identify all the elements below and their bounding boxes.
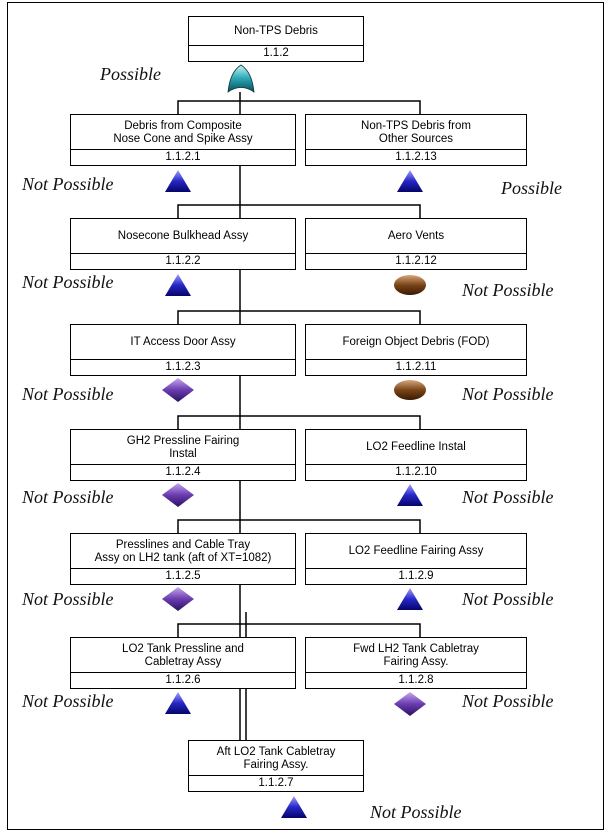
node-1-1-2-3[interactable]: IT Access Door Assy 1.1.2.3: [70, 324, 296, 376]
node-1-1-2-6[interactable]: LO2 Tank Pressline and Cabletray Assy 1.…: [70, 637, 296, 689]
status-label: Not Possible: [462, 384, 554, 404]
node-id: 1.1.2: [189, 45, 363, 61]
transfer-triangle-icon: [281, 796, 307, 818]
node-1-1-2-1[interactable]: Debris from Composite Nose Cone and Spik…: [70, 114, 296, 166]
node-id: 1.1.2.7: [189, 775, 363, 791]
status-label: Possible: [100, 64, 161, 84]
node-id: 1.1.2.4: [71, 464, 295, 480]
page-frame: [7, 2, 604, 830]
node-title: Non-TPS Debris from Other Sources: [361, 119, 471, 145]
status-label: Not Possible: [22, 272, 114, 292]
status-label: Not Possible: [22, 487, 114, 507]
node-id: 1.1.2.9: [306, 568, 526, 584]
transfer-triangle-icon: [165, 692, 191, 714]
node-title: IT Access Door Assy: [130, 336, 236, 348]
oval-event-icon: [394, 275, 426, 295]
transfer-triangle-icon: [397, 588, 423, 610]
status-label: Not Possible: [462, 487, 554, 507]
node-id: 1.1.2.5: [71, 568, 295, 584]
node-title: LO2 Feedline Fairing Assy: [348, 545, 484, 557]
node-title: GH2 Pressline Fairing Instal: [126, 434, 240, 460]
node-title: LO2 Feedline Instal: [366, 441, 466, 453]
status-label: Not Possible: [22, 384, 114, 404]
node-title: Aero Vents: [387, 230, 445, 242]
diamond-event-icon: [394, 692, 426, 716]
node-1-1-2-10[interactable]: LO2 Feedline Instal 1.1.2.10: [305, 429, 527, 481]
node-id: 1.1.2.6: [71, 672, 295, 688]
node-id: 1.1.2.3: [71, 359, 295, 375]
node-1-1-2-12[interactable]: Aero Vents 1.1.2.12: [305, 218, 527, 270]
node-1-1-2-7[interactable]: Aft LO2 Tank Cabletray Fairing Assy. 1.1…: [188, 740, 364, 792]
status-label: Not Possible: [462, 589, 554, 609]
node-1-1-2-11[interactable]: Foreign Object Debris (FOD) 1.1.2.11: [305, 324, 527, 376]
transfer-triangle-icon: [397, 170, 423, 192]
transfer-triangle-icon: [165, 170, 191, 192]
node-1-1-2-2[interactable]: Nosecone Bulkhead Assy 1.1.2.2: [70, 218, 296, 270]
node-id: 1.1.2.2: [71, 253, 295, 269]
diamond-event-icon: [162, 378, 194, 402]
node-id: 1.1.2.12: [306, 253, 526, 269]
node-title: Foreign Object Debris (FOD): [342, 336, 490, 348]
node-id: 1.1.2.8: [306, 672, 526, 688]
node-title: Nosecone Bulkhead Assy: [117, 230, 249, 242]
status-label: Not Possible: [370, 802, 462, 822]
node-top[interactable]: Non-TPS Debris 1.1.2: [188, 16, 364, 62]
node-id: 1.1.2.13: [306, 149, 526, 165]
or-gate-icon: [227, 64, 255, 93]
status-label: Possible: [501, 178, 562, 198]
node-1-1-2-5[interactable]: Presslines and Cable Tray Assy on LH2 ta…: [70, 533, 296, 585]
status-label: Not Possible: [22, 691, 114, 711]
node-1-1-2-13[interactable]: Non-TPS Debris from Other Sources 1.1.2.…: [305, 114, 527, 166]
diamond-event-icon: [162, 483, 194, 507]
node-title: Non-TPS Debris: [234, 25, 318, 37]
node-1-1-2-4[interactable]: GH2 Pressline Fairing Instal 1.1.2.4: [70, 429, 296, 481]
node-title: LO2 Tank Pressline and Cabletray Assy: [122, 642, 244, 668]
transfer-triangle-icon: [165, 274, 191, 296]
node-1-1-2-8[interactable]: Fwd LH2 Tank Cabletray Fairing Assy. 1.1…: [305, 637, 527, 689]
status-label: Not Possible: [22, 174, 114, 194]
node-title: Aft LO2 Tank Cabletray Fairing Assy.: [216, 745, 336, 771]
oval-event-icon: [394, 380, 426, 400]
node-id: 1.1.2.10: [306, 464, 526, 480]
node-title: Fwd LH2 Tank Cabletray Fairing Assy.: [353, 642, 479, 668]
branch-bars: [177, 100, 421, 740]
diamond-event-icon: [162, 587, 194, 611]
status-label: Not Possible: [462, 280, 554, 300]
transfer-triangle-icon: [397, 484, 423, 506]
node-title: Presslines and Cable Tray Assy on LH2 ta…: [94, 538, 272, 564]
node-title: Debris from Composite Nose Cone and Spik…: [113, 119, 253, 145]
node-id: 1.1.2.11: [306, 359, 526, 375]
node-id: 1.1.2.1: [71, 149, 295, 165]
node-1-1-2-9[interactable]: LO2 Feedline Fairing Assy 1.1.2.9: [305, 533, 527, 585]
status-label: Not Possible: [462, 691, 554, 711]
status-label: Not Possible: [22, 589, 114, 609]
